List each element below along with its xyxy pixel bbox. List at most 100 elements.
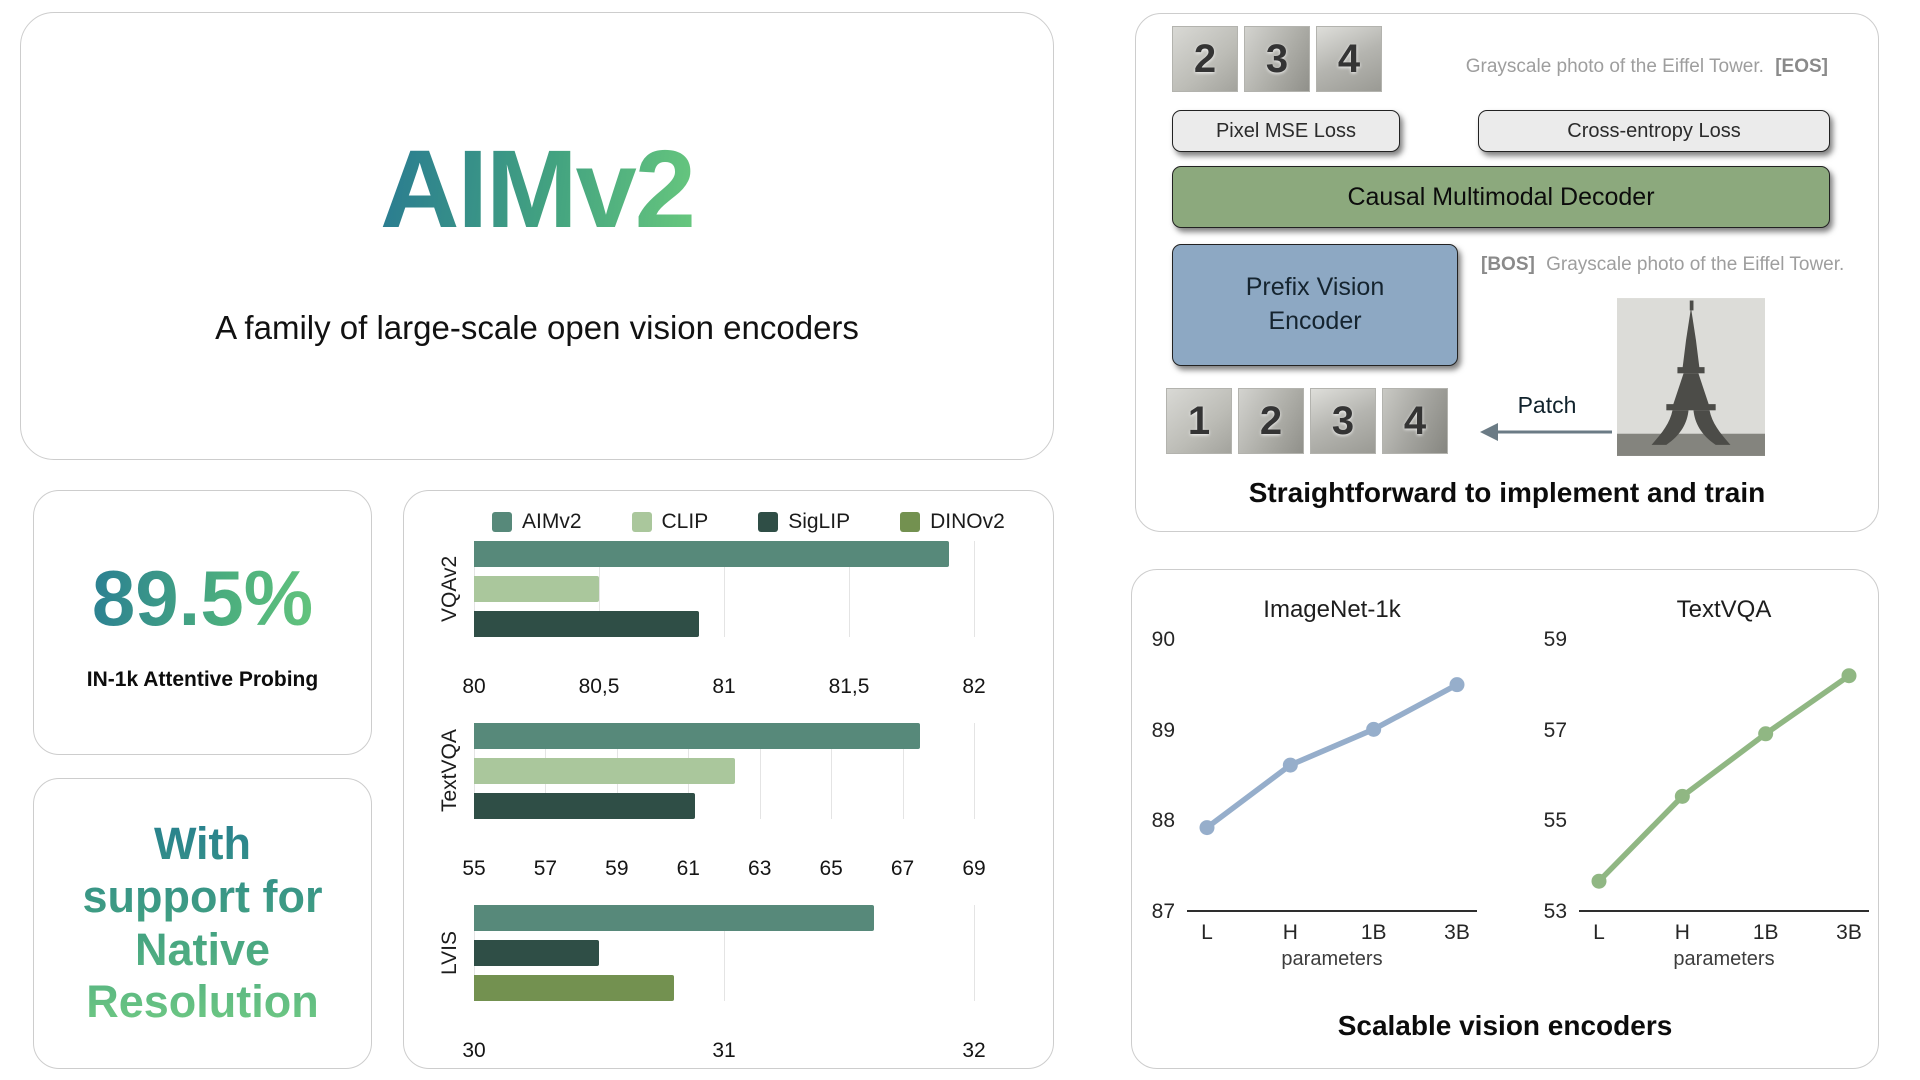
x-tick-label: 65: [819, 857, 843, 880]
line-series-svg: [1591, 668, 1857, 889]
image-patch: 3: [1310, 388, 1376, 454]
legend-swatch: [900, 512, 921, 532]
eiffel-tower-image: [1617, 298, 1765, 456]
native-line: Resolution: [86, 976, 319, 1028]
data-point: [1591, 873, 1607, 889]
pixel-mse-loss-box: Pixel MSE Loss: [1172, 110, 1400, 152]
legend-label: CLIP: [661, 510, 709, 533]
bar-aimv2: [474, 541, 949, 567]
x-axis-label: parameters: [1281, 948, 1383, 970]
data-point: [1674, 788, 1690, 804]
gridline: [831, 723, 833, 819]
x-tick-label: 67: [890, 857, 915, 880]
gridline: [974, 905, 975, 1001]
patch-number: 1: [1187, 398, 1211, 443]
native-line: support for: [82, 870, 323, 922]
x-tick-label: 31: [712, 1039, 736, 1062]
chart-title: TextVQA: [1676, 596, 1772, 623]
prefix-vision-encoder-box: Prefix Vision Encoder: [1172, 244, 1458, 366]
x-tick-label: 32: [962, 1039, 986, 1062]
patch-number: 4: [1337, 36, 1361, 81]
eos-token: [EOS]: [1775, 56, 1828, 77]
x-tick-label: 30: [462, 1039, 486, 1062]
bar-plot: [474, 541, 975, 637]
left-arrow-icon: [1480, 423, 1612, 441]
patch-arrow: Patch: [1480, 392, 1614, 448]
bar-aimv2: [474, 905, 874, 931]
gridline: [724, 541, 725, 637]
x-tick-label: 81,5: [828, 675, 870, 698]
data-point: [1366, 721, 1382, 737]
x-tick-label: H: [1282, 921, 1298, 944]
bar-siglip: [474, 611, 699, 637]
y-tick-label: 90: [1151, 628, 1175, 651]
legend-label: AIMv2: [522, 510, 582, 533]
bar-plot: [474, 905, 975, 1001]
product-subtitle: A family of large-scale open vision enco…: [215, 308, 859, 346]
line-series: [1204, 681, 1460, 831]
x-tick-label: 3B: [1836, 921, 1862, 944]
y-axis-label: TextVQA: [438, 729, 461, 813]
data-point: [1282, 757, 1298, 773]
image-patch: 1: [1166, 388, 1232, 454]
bos-caption: [BOS] Grayscale photo of the Eiffel Towe…: [1481, 254, 1844, 276]
image-patch: 2: [1172, 26, 1238, 92]
image-patch: 4: [1382, 388, 1448, 454]
tower-silhouette: [1651, 300, 1731, 445]
x-tick-label: 57: [533, 857, 558, 880]
x-tick-label: 69: [962, 857, 986, 880]
bar-clip: [474, 576, 599, 602]
y-tick-label: 59: [1543, 628, 1567, 651]
legend-swatch: [758, 512, 779, 532]
eos-caption-text: Grayscale photo of the Eiffel Tower.: [1465, 56, 1764, 77]
bos-token: [BOS]: [1481, 254, 1535, 275]
eiffel-tower-illustration: [1617, 298, 1765, 456]
pixel-mse-loss-label: Pixel MSE Loss: [1215, 119, 1357, 142]
gridline: [724, 905, 725, 1001]
causal-multimodal-decoder-box: Causal Multimodal Decoder: [1172, 166, 1830, 228]
bars: [474, 723, 974, 819]
legend-item-siglip: SigLIP: [758, 510, 850, 534]
x-axis-label: parameters: [1673, 948, 1775, 970]
image-patch: 2: [1238, 388, 1304, 454]
patch-number: 2: [1259, 398, 1283, 443]
y-tick-label: 53: [1543, 900, 1567, 923]
data-point: [1199, 820, 1215, 836]
bar-dinov2: [474, 975, 674, 1001]
gridline: [759, 723, 761, 819]
lvis-bar-chart: LVIS 30 31 32: [438, 905, 1053, 1062]
legend-label: DINOv2: [930, 510, 1005, 533]
native-resolution-text: With support for Native Resolution: [83, 818, 323, 1029]
gridline: [902, 723, 904, 819]
y-tick-label: 89: [1151, 718, 1175, 742]
hero-card: AIMv2 A family of large-scale open visio…: [20, 12, 1054, 460]
image-patch: 3: [1244, 26, 1310, 92]
data-point: [1449, 677, 1465, 693]
x-tick-label: 63: [748, 857, 772, 880]
x-tick-label: 59: [605, 857, 629, 880]
native-resolution-card: With support for Native Resolution: [33, 778, 372, 1069]
product-title: AIMv2: [380, 127, 696, 251]
legend-swatch: [492, 512, 512, 532]
bar-siglip: [474, 793, 696, 819]
y-axis-label: LVIS: [438, 931, 461, 975]
patch-number: 4: [1403, 398, 1427, 443]
y-tick-label: 87: [1151, 900, 1175, 923]
line-series-svg: [1199, 677, 1465, 836]
cross-entropy-loss-box: Cross-entropy Loss: [1478, 110, 1830, 152]
decoder-label: Causal Multimodal Decoder: [1347, 182, 1655, 211]
x-tick-label: 1B: [1360, 921, 1387, 944]
bar-plot: [474, 723, 975, 819]
x-tick-label: 61: [676, 857, 700, 880]
